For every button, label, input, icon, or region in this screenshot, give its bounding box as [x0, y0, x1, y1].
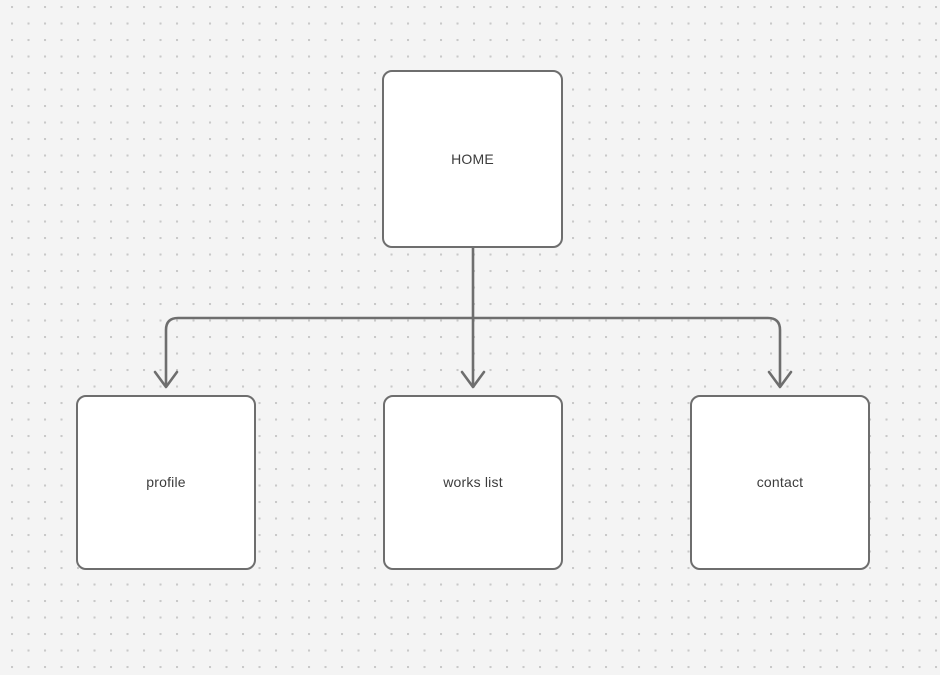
node-works-list[interactable]: works list — [383, 395, 563, 570]
node-contact-label: contact — [756, 474, 804, 491]
arrowhead-profile — [153, 370, 179, 389]
edge-home-to-profile — [164, 316, 473, 386]
arrowhead-works — [460, 370, 486, 389]
node-profile-label: profile — [146, 474, 186, 491]
node-home[interactable]: HOME — [382, 70, 563, 248]
arrowhead-contact — [767, 370, 793, 389]
node-works-list-label: works list — [443, 474, 503, 491]
edge-home-to-contact — [473, 316, 782, 386]
node-contact[interactable]: contact — [690, 395, 870, 570]
node-home-label: HOME — [451, 150, 494, 167]
node-profile[interactable]: profile — [76, 395, 256, 570]
